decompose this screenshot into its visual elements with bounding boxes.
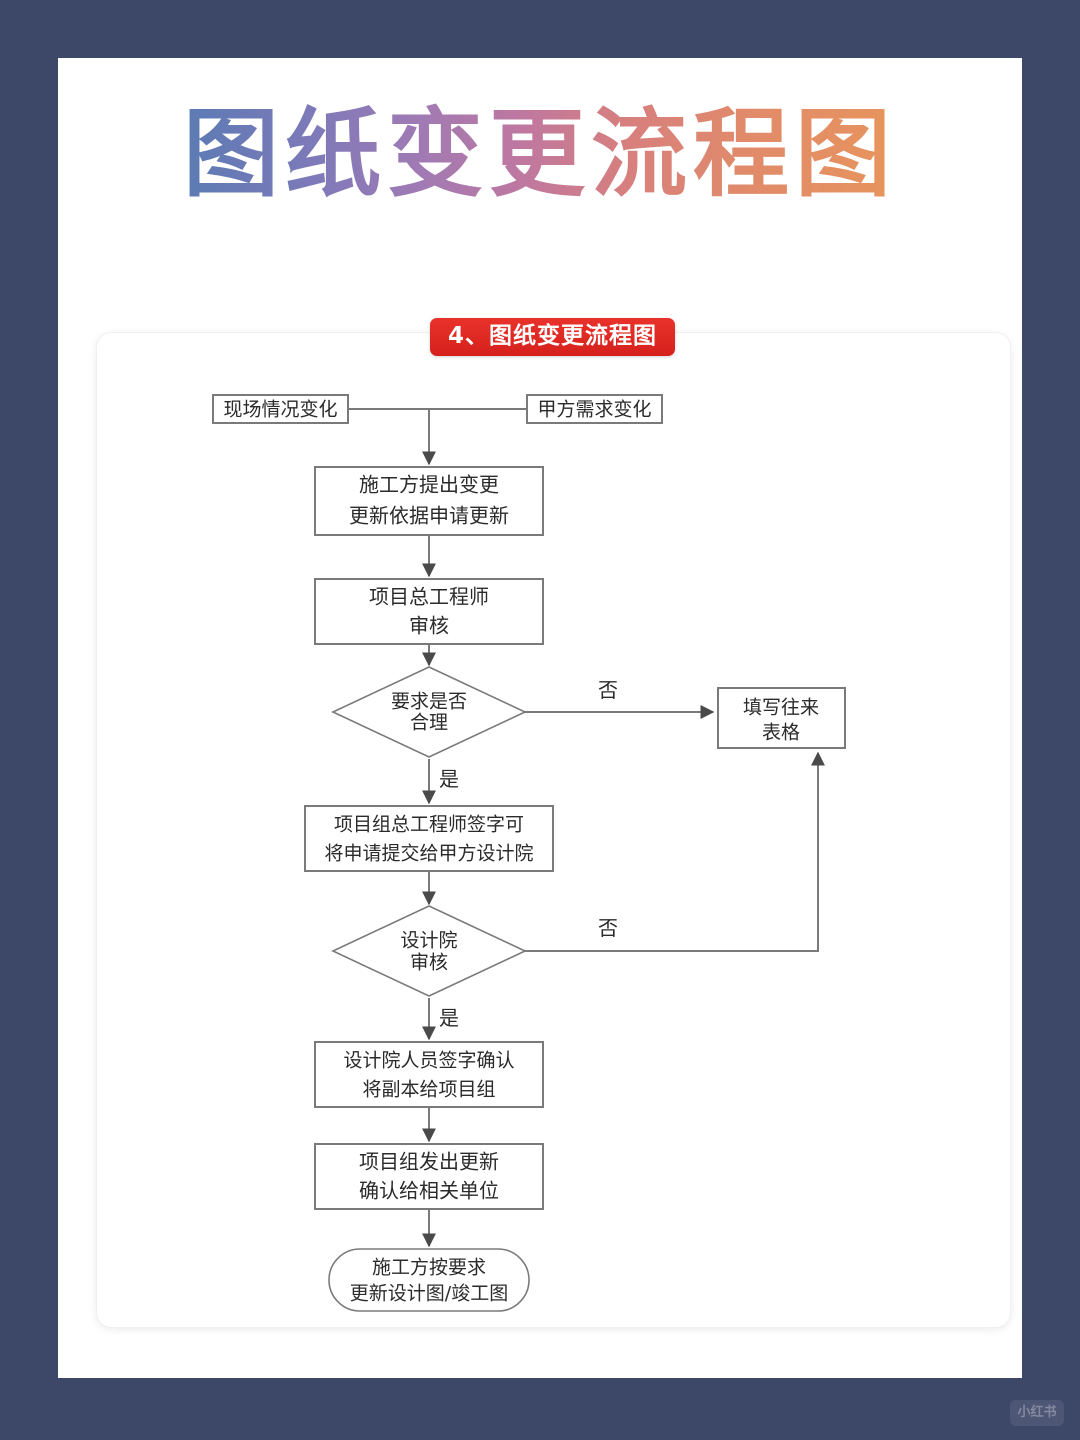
- decision-label-line1: 要求是否: [391, 691, 467, 713]
- node-client-requirement-change[interactable]: 甲方需求变化: [526, 394, 663, 424]
- node-label-line1: 施工方按要求: [372, 1257, 486, 1279]
- node-label-line1: 项目总工程师: [369, 585, 489, 609]
- node-shape: [304, 805, 554, 872]
- decision-is-request-reasonable[interactable]: 要求是否 合理: [331, 666, 527, 758]
- edge-label-yes-1: 是: [439, 767, 459, 791]
- node-label: 现场情况变化: [223, 399, 337, 421]
- page-title-wrapper: 图纸变更流程图: [58, 100, 1022, 208]
- node-contractor-update-drawings[interactable]: 施工方按要求 更新设计图/竣工图: [328, 1248, 530, 1312]
- edge-label-no-2: 否: [598, 916, 618, 940]
- edge-label-no-1: 否: [598, 678, 618, 702]
- node-label-line1: 填写往来: [743, 697, 819, 719]
- decision-design-institute-review[interactable]: 设计院 审核: [331, 905, 527, 997]
- node-design-staff-sign-copy[interactable]: 设计院人员签字确认 将副本给项目组: [314, 1041, 544, 1108]
- node-label-line1: 施工方提出变更: [359, 473, 499, 497]
- node-label: 甲方需求变化: [537, 399, 651, 421]
- section-badge: 4、图纸变更流程图: [430, 318, 676, 357]
- node-shape: [314, 1143, 544, 1210]
- node-project-team-issue-update[interactable]: 项目组发出更新 确认给相关单位: [314, 1143, 544, 1210]
- edge-label-yes-2: 是: [439, 1006, 459, 1030]
- node-shape: [717, 687, 846, 749]
- node-shape: [314, 1041, 544, 1108]
- node-shape: [314, 466, 544, 536]
- node-label-line2: 表格: [762, 722, 800, 744]
- xiaohongshu-watermark: 小红书: [1010, 1400, 1064, 1426]
- decision-label-line1: 设计院: [400, 930, 457, 952]
- decision-label-line2: 审核: [410, 952, 448, 974]
- node-contractor-submit-change[interactable]: 施工方提出变更 更新依据申请更新: [314, 466, 544, 536]
- node-project-chief-engineer-review[interactable]: 项目总工程师 审核: [314, 578, 544, 645]
- node-shape: [314, 578, 544, 645]
- edge-d2-n5-no: [525, 751, 825, 952]
- decision-shape: [331, 666, 527, 758]
- flowchart-card: 4、图纸变更流程图: [97, 318, 1010, 1327]
- node-label-line1: 项目组发出更新: [359, 1150, 499, 1174]
- node-label-line2: 更新设计图/竣工图: [350, 1283, 508, 1305]
- node-label-line2: 将申请提交给甲方设计院: [324, 843, 533, 865]
- node-label-line1: 设计院人员签字确认: [343, 1050, 514, 1072]
- node-label-line2: 确认给相关单位: [359, 1179, 499, 1203]
- decision-label-line2: 合理: [410, 712, 448, 734]
- node-chief-engineer-sign-submit[interactable]: 项目组总工程师签字可 将申请提交给甲方设计院: [304, 805, 554, 872]
- node-label-line2: 更新依据申请更新: [349, 504, 509, 528]
- page-title: 图纸变更流程图: [183, 97, 897, 210]
- node-shape: [526, 394, 663, 424]
- node-label-line1: 项目组总工程师签字可: [334, 814, 524, 836]
- connectors: [348, 408, 825, 1248]
- node-label-line2: 将副本给项目组: [362, 1079, 495, 1101]
- decision-shape: [331, 905, 527, 997]
- node-label-line2: 审核: [409, 614, 449, 638]
- node-fill-correspondence-form[interactable]: 填写往来 表格: [717, 687, 846, 749]
- flowchart-svg: 现场情况变化 甲方需求变化 施工方提出变更 更新依据申请更新 项目总工程师: [212, 394, 846, 1312]
- node-site-condition-change[interactable]: 现场情况变化: [212, 394, 349, 424]
- page-canvas: 图纸变更流程图 4、图纸变更流程图: [58, 58, 1022, 1378]
- node-shape: [212, 394, 349, 424]
- node-shape: [328, 1248, 530, 1312]
